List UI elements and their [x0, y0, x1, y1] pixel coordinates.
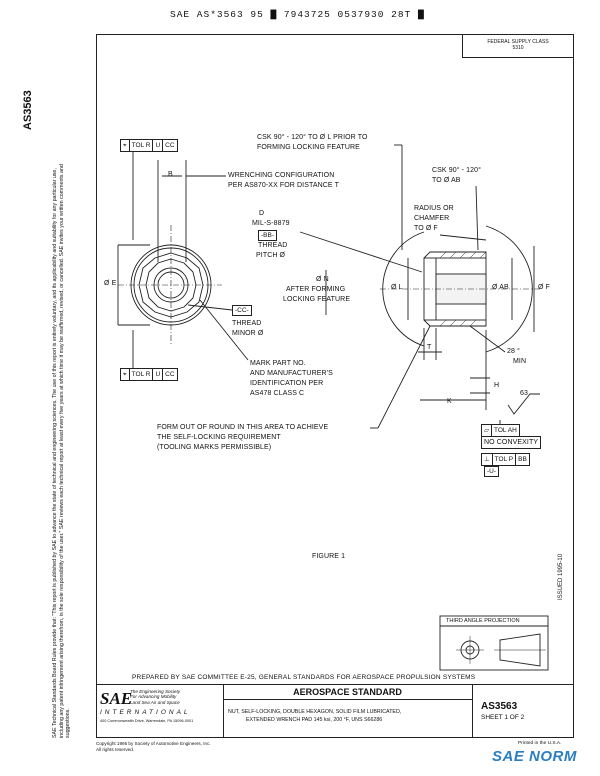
fcf-top-datum: CC [165, 142, 175, 149]
copyright-2: All rights reserved. [96, 747, 135, 752]
dim-t: T [427, 344, 432, 351]
fcf-position-top: ⌖ TOL R U CC [120, 139, 178, 152]
csk-top-2: FORMING LOCKING FEATURE [257, 144, 360, 151]
fcf-top-symbol: ⌖ [121, 140, 130, 151]
radius-3: TO Ø F [414, 225, 438, 232]
no-convexity: NO CONVEXITY [481, 436, 542, 449]
perp-tol: TOL P [493, 454, 517, 465]
mark-1: MARK PART NO. [250, 360, 306, 367]
sae-norm-watermark: SAE NORM [492, 748, 577, 765]
minor-2: MINOR Ø [232, 330, 264, 337]
title-block-divider-h [223, 699, 472, 700]
surface-finish: 63 [520, 390, 528, 397]
fcf-bottom-mod: U [153, 369, 164, 380]
radius-1: RADIUS OR [414, 205, 454, 212]
aerospace-standard: AEROSPACE STANDARD [293, 687, 402, 697]
angle-1: 28 ° [507, 348, 520, 355]
csk-top-1: CSK 90° - 120° TO Ø L PRIOR TO [257, 134, 368, 141]
dim-n-1: Ø N [316, 276, 329, 283]
dim-f: Ø F [538, 284, 550, 291]
flatness-symbol: ▱ [482, 425, 492, 436]
sheet-number: SHEET 1 OF 2 [481, 714, 525, 721]
dim-l: Ø L [391, 284, 403, 291]
wrench-config: WRENCHING CONFIGURATION [228, 172, 335, 179]
copyright-1: Copyright 1995 by Society of Automotive … [96, 741, 211, 746]
fcf-bottom-symbol: ⌖ [121, 369, 130, 380]
fcf-bottom-datum: CC [165, 371, 175, 378]
fcf-bottom-tol: TOL R [130, 369, 154, 380]
fcf-top-mod: U [153, 140, 164, 151]
mark-4: AS478 CLASS C [250, 390, 305, 397]
sae-logo: SAE [100, 689, 132, 709]
datum-u: -U- [484, 466, 500, 477]
angle-2: MIN [513, 358, 527, 365]
tagline-3: Land Sea Air and Space [130, 699, 180, 705]
third-angle-label: THIRD ANGLE PROJECTION [446, 618, 520, 624]
figure-caption: FIGURE 1 [312, 553, 346, 560]
perp-datum: BB [518, 456, 527, 463]
datum-cc: -CC- [232, 305, 252, 316]
title-block: SAE The Engineering Society For Advancin… [96, 684, 574, 737]
mark-2: AND MANUFACTURER'S [250, 370, 333, 377]
drawing-frame [96, 34, 574, 738]
fcf-position-bottom: ⌖ TOL R U CC [120, 368, 178, 381]
mark-3: IDENTIFICATION PER [250, 380, 324, 387]
dim-e: Ø E [104, 280, 117, 287]
document-header-code: SAE AS*3563 95 ▇ 7943725 0537930 28T ▇ [170, 9, 425, 20]
dim-k: K [447, 398, 452, 405]
prepared-by: PREPARED BY SAE COMMITTEE E-25, GENERAL … [132, 674, 476, 681]
datum-bb: -BB- [258, 230, 277, 241]
title-block-divider-2 [472, 685, 473, 737]
form-note-2: THE SELF-LOCKING REQUIREMENT [157, 434, 281, 441]
radius-2: CHAMFER [414, 215, 450, 222]
perp-symbol: ⊥ [482, 454, 493, 465]
fsc-label: FEDERAL SUPPLY CLASS [487, 39, 549, 45]
form-note-1: FORM OUT OF ROUND IN THIS AREA TO ACHIEV… [157, 424, 329, 431]
printed-in: Printed in the U.S.A. [518, 741, 562, 746]
dim-h: H [494, 382, 500, 389]
doc-number: AS3563 [481, 701, 518, 712]
sae-address: 400 Commonwealth Drive, Warrendale, PA 1… [100, 719, 194, 723]
fcf-perpendicularity: ⊥ TOL P BB [481, 453, 530, 466]
fcf-top-tol: TOL R [130, 140, 154, 151]
dim-n-3: LOCKING FEATURE [283, 296, 351, 303]
thread-pitch: PITCH Ø [256, 252, 286, 259]
thread-label: THREAD [258, 242, 288, 249]
flatness-tol: TOL AH [494, 427, 517, 434]
title-line-2: EXTENDED WRENCH PAD 145 ksi, 200 °F, UNS… [246, 717, 383, 723]
dim-b: B [168, 171, 173, 178]
dim-n-2: AFTER FORMING [286, 286, 346, 293]
csk-right-1: CSK 90° - 120° [432, 167, 482, 174]
wrench-per: PER AS870-XX FOR DISTANCE T [228, 182, 339, 189]
sae-international: INTERNATIONAL [100, 709, 191, 716]
fsc-value: 5310 [512, 45, 524, 51]
thread-d: D [259, 210, 265, 217]
sae-logo-mark: SAE [100, 689, 133, 708]
minor-1: THREAD [232, 320, 262, 327]
title-line-1: NUT, SELF-LOCKING, DOUBLE HEXAGON, SOLID… [228, 709, 402, 715]
tagline-2: For Advancing Mobility [130, 694, 177, 700]
form-note-3: (TOOLING MARKS PERMISSIBLE) [157, 444, 272, 451]
federal-supply-class-box: FEDERAL SUPPLY CLASS 5310 [462, 35, 573, 58]
thread-mil: MIL-S-8879 [252, 220, 290, 227]
csk-right-2: TO Ø AB [432, 177, 461, 184]
tagline-1: The Engineering Society [130, 689, 181, 694]
sae-tagline: The Engineering Society For Advancing Mo… [130, 689, 180, 705]
title-block-divider-1 [223, 685, 224, 737]
dim-ab: Ø AB [492, 284, 509, 291]
